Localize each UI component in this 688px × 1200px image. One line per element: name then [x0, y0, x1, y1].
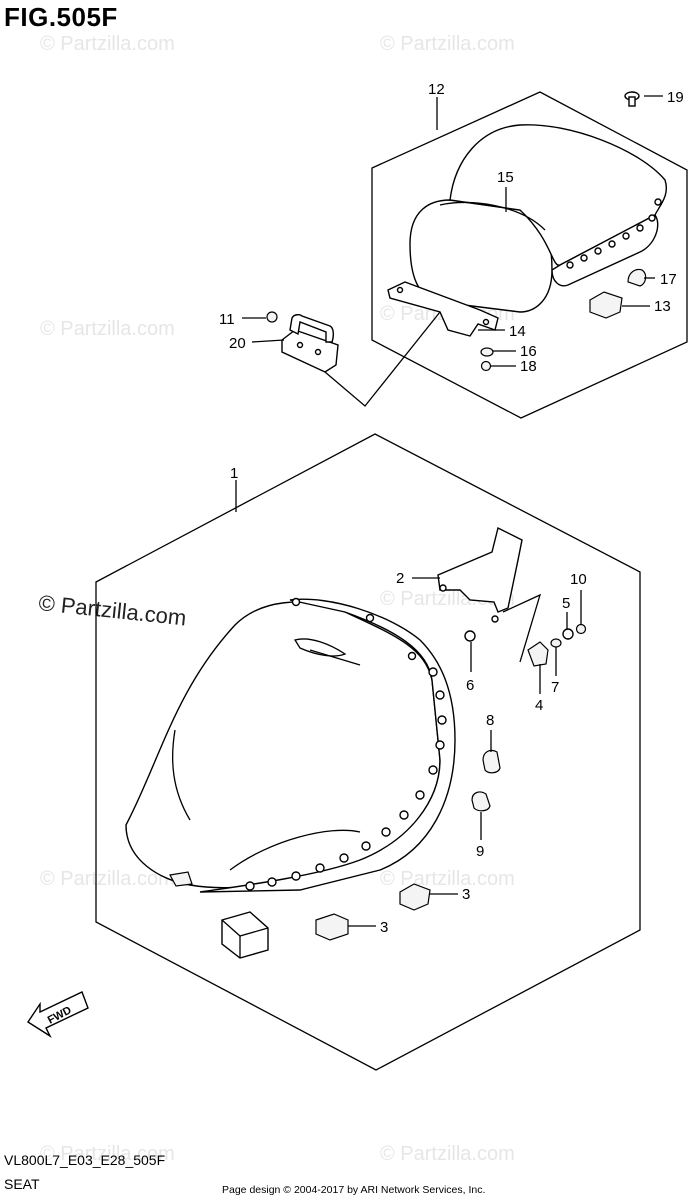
callout-3-lower: 3 [380, 919, 388, 936]
callout-10: 10 [570, 571, 587, 588]
callout-16: 16 [520, 343, 537, 360]
watermark-8: © Partzilla.com [40, 1143, 175, 1165]
cushion-part-9[interactable] [471, 791, 491, 812]
callout-19: 19 [667, 89, 684, 106]
handle-bracket-part-20[interactable] [281, 313, 339, 373]
clip-part-4[interactable] [527, 641, 549, 667]
callout-13: 13 [654, 298, 671, 315]
watermark-primary: © Partzilla.com [37, 590, 187, 630]
watermark-9: © Partzilla.com [380, 1143, 515, 1165]
callout-17: 17 [660, 271, 677, 288]
seat-rivets-lower [245, 597, 447, 891]
callout-14: 14 [509, 323, 526, 340]
figure-name: SEAT [4, 1176, 40, 1192]
hexagon-passenger-seat [371, 91, 688, 419]
cushion-part-8[interactable] [482, 749, 501, 774]
clip-part-3-b[interactable] [315, 913, 349, 941]
callout-15: 15 [497, 169, 514, 186]
bracket-part-14[interactable] [387, 281, 499, 337]
callout-3-upper: 3 [462, 886, 470, 903]
copyright-notice: Page design © 2004-2017 by ARI Network S… [222, 1184, 486, 1196]
watermark-1: © Partzilla.com [40, 33, 175, 55]
nut-part-17[interactable] [627, 268, 647, 287]
rider-seat-part-1[interactable] [125, 597, 456, 893]
clip-part-3-a[interactable] [399, 883, 431, 911]
passenger-seat-part-15[interactable] [409, 124, 667, 313]
hexagon-rider-seat [95, 433, 641, 1071]
washer-part-5[interactable] [562, 628, 574, 640]
figure-title: FIG.505F [4, 2, 118, 32]
bolt-part-11[interactable] [266, 311, 278, 323]
callout-4: 4 [535, 697, 543, 714]
watermark-3: © Partzilla.com [40, 318, 175, 340]
watermark-6: © Partzilla.com [40, 868, 175, 890]
callout-18: 18 [520, 358, 537, 375]
background-watermarks: © Partzilla.com © Partzilla.com © Partzi… [40, 33, 515, 1165]
cushion-part-13[interactable] [589, 291, 623, 319]
callout-11: 11 [219, 311, 235, 328]
seat-rivets-upper [566, 198, 662, 269]
callout-8: 8 [486, 712, 494, 729]
nut-part-10[interactable] [575, 623, 587, 635]
callout-12: 12 [428, 81, 445, 98]
callout-20: 20 [229, 335, 246, 352]
watermark-2: © Partzilla.com [380, 33, 515, 55]
nut-part-18[interactable] [480, 360, 492, 372]
screw-part-19[interactable] [624, 91, 640, 107]
washer-part-16[interactable] [480, 347, 494, 357]
figure-code: VL800L7_E03_E28_505F [4, 1152, 166, 1168]
fwd-arrow: FWD [27, 991, 89, 1038]
callout-2: 2 [396, 570, 404, 587]
callout-6: 6 [466, 677, 474, 694]
callout-1: 1 [230, 465, 238, 482]
label-pad [221, 911, 269, 959]
leader-20-to-14 [324, 311, 441, 407]
bracket-part-2[interactable] [437, 526, 523, 613]
collar-part-7[interactable] [550, 638, 562, 648]
callout-5: 5 [562, 595, 570, 612]
leader-2-to-4 [502, 593, 542, 663]
callout-9: 9 [476, 843, 484, 860]
washer-part-6[interactable] [464, 630, 476, 642]
leader-lines [235, 95, 663, 927]
watermark-7: © Partzilla.com [380, 868, 515, 890]
callout-7: 7 [551, 679, 559, 696]
callout-numbers: 1 2 3 3 4 5 6 7 8 9 10 11 12 13 14 15 16… [219, 81, 684, 936]
